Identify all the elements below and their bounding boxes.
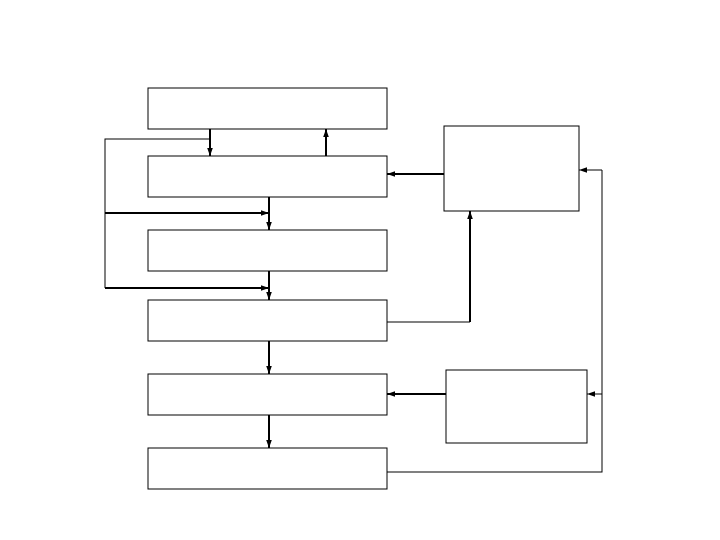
block-4 <box>147 299 388 342</box>
block-1 <box>147 87 388 130</box>
side-block-upper <box>443 125 580 212</box>
block-6 <box>147 447 388 490</box>
side-block-lower <box>445 369 588 444</box>
block-2 <box>147 155 388 198</box>
bypass-left-trunk <box>104 138 210 288</box>
block-3 <box>147 229 388 272</box>
block-5 <box>147 373 388 416</box>
feedback-right-trunk <box>387 170 603 473</box>
